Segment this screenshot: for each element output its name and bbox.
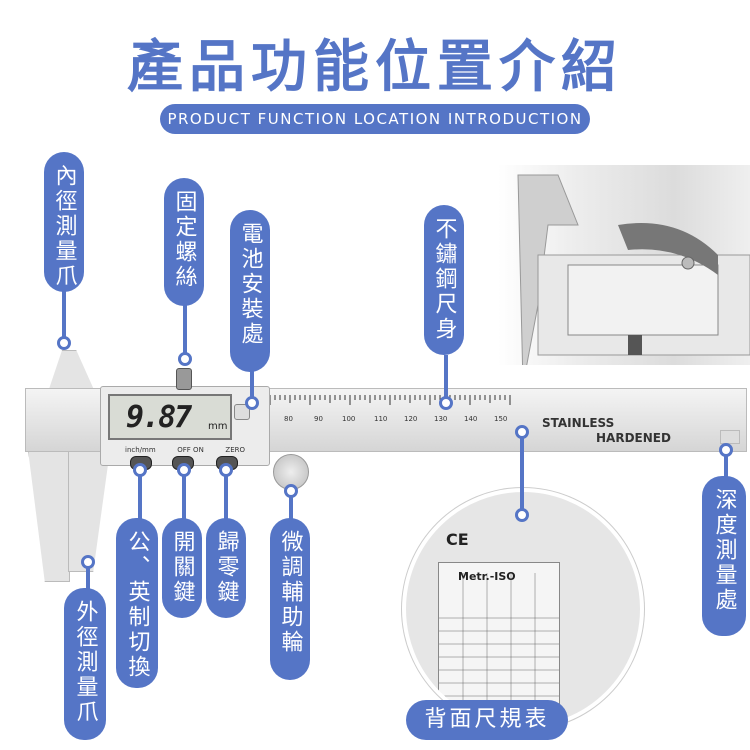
inset-table-title: Metr.-ISO bbox=[458, 570, 516, 583]
callout-text: 內徑測量爪 bbox=[51, 164, 77, 289]
inset-battery-text: Battery bbox=[414, 488, 424, 522]
callout-fine-wheel: 微調輔助輪 bbox=[270, 518, 310, 680]
callout-text: 外徑測量爪 bbox=[72, 600, 98, 725]
callout-depth: 深度測量處 bbox=[702, 476, 746, 636]
leader-line bbox=[224, 470, 228, 520]
callout-zero-key: 歸零鍵 bbox=[206, 518, 246, 618]
display-unit: mm bbox=[208, 421, 228, 432]
callout-back-table: 背面尺規表 bbox=[406, 700, 568, 740]
leader-line bbox=[444, 355, 448, 400]
leader-dot bbox=[177, 463, 191, 477]
leader-dot bbox=[245, 396, 259, 410]
leader-line bbox=[724, 448, 728, 478]
zero-button-label: ZERO bbox=[225, 446, 245, 454]
table-grid bbox=[439, 573, 559, 713]
callout-outer-jaw: 外徑測量爪 bbox=[64, 588, 106, 740]
scale-number: 140 bbox=[464, 415, 477, 423]
callout-power-switch: 開關鍵 bbox=[162, 518, 202, 618]
scale-number: 80 bbox=[284, 415, 293, 423]
outer-jaw-fixed bbox=[28, 450, 70, 582]
callout-text: 固定螺絲 bbox=[171, 190, 197, 290]
depth-rod bbox=[720, 430, 740, 444]
leader-dot bbox=[439, 396, 453, 410]
leader-dot bbox=[81, 555, 95, 569]
leader-line bbox=[183, 305, 187, 360]
leader-line bbox=[182, 470, 186, 520]
scale-number: 100 bbox=[342, 415, 355, 423]
leader-line bbox=[250, 370, 254, 400]
callout-text: 微調輔助輪 bbox=[277, 530, 303, 655]
callout-fixing-screw: 固定螺絲 bbox=[164, 178, 204, 306]
leader-dot bbox=[133, 463, 147, 477]
jaw-closeup-drawing bbox=[517, 174, 750, 386]
callout-unit-switch: 公、英制切換 bbox=[116, 518, 158, 688]
leader-dot bbox=[719, 443, 733, 457]
leader-dot bbox=[515, 425, 529, 439]
scale-number: 150 bbox=[494, 415, 507, 423]
fixing-screw[interactable] bbox=[176, 368, 192, 390]
callout-text: 不鏽鋼尺身 bbox=[431, 217, 457, 342]
battery-cover bbox=[234, 404, 250, 420]
leader-dot bbox=[515, 508, 529, 522]
inner-jaw bbox=[48, 350, 95, 392]
leader-line bbox=[520, 430, 524, 515]
power-button-label: OFF ON bbox=[177, 446, 204, 454]
leader-line bbox=[62, 290, 66, 345]
scale-number: 90 bbox=[314, 415, 323, 423]
leader-line bbox=[86, 560, 90, 590]
page-subtitle: PRODUCT FUNCTION LOCATION INTRODUCTION bbox=[160, 104, 590, 134]
drill-size-table bbox=[438, 562, 560, 714]
outer-jaw-slider bbox=[68, 450, 110, 572]
callout-stainless-ruler: 不鏽鋼尺身 bbox=[424, 205, 464, 355]
callout-text: 歸零鍵 bbox=[213, 530, 239, 605]
callout-text: 電池安裝處 bbox=[237, 222, 263, 347]
callout-text: 深度測量處 bbox=[711, 488, 737, 613]
leader-dot bbox=[284, 484, 298, 498]
callout-inner-jaw: 內徑測量爪 bbox=[44, 152, 84, 292]
leader-line bbox=[289, 490, 293, 520]
leader-dot bbox=[219, 463, 233, 477]
brand-hardened: HARDENED bbox=[596, 431, 671, 445]
page-title: 產品功能位置介紹 bbox=[127, 35, 623, 100]
scale-number: 110 bbox=[374, 415, 387, 423]
back-table-inset: Battery CE Metr.-ISO bbox=[402, 488, 644, 730]
display-value: 9.87 bbox=[126, 400, 192, 435]
ruler-scale: 80 90 100 110 120 130 140 150 bbox=[270, 395, 511, 423]
scale-number: 130 bbox=[434, 415, 447, 423]
brand-stainless: STAINLESS bbox=[542, 416, 615, 430]
ce-mark: CE bbox=[446, 530, 469, 549]
callout-text: 開關鍵 bbox=[169, 530, 195, 605]
button-labels: inch/mm OFF ON ZERO bbox=[125, 446, 245, 454]
lcd-display bbox=[108, 394, 232, 440]
unit-button-label: inch/mm bbox=[125, 446, 156, 454]
callout-text: 公、英制切換 bbox=[124, 530, 150, 680]
leader-dot bbox=[57, 336, 71, 350]
leader-line bbox=[138, 470, 142, 520]
leader-dot bbox=[178, 352, 192, 366]
jaw-closeup-photo bbox=[498, 165, 750, 386]
callout-battery: 電池安裝處 bbox=[230, 210, 270, 372]
scale-number: 120 bbox=[404, 415, 417, 423]
